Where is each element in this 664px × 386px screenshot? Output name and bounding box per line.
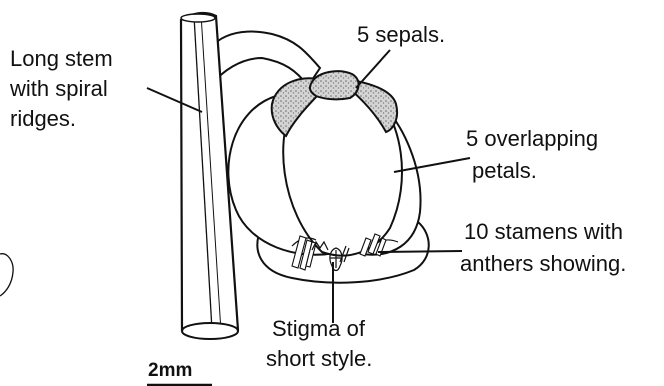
sepal-center (310, 71, 359, 99)
label-stigma: Stigma of short style. (266, 314, 372, 374)
sepals-leader (356, 50, 390, 88)
label-sepals: 5 sepals. (357, 20, 445, 50)
label-petals: 5 overlapping petals. (466, 123, 598, 187)
scale-bar-label: 2mm (148, 360, 192, 382)
label-stem: Long stem with spiral ridges. (10, 44, 113, 134)
label-stamens: 10 stamens with anthers showing. (460, 216, 626, 280)
partial-flower-outline (0, 254, 13, 296)
stamens-leader (378, 251, 462, 252)
